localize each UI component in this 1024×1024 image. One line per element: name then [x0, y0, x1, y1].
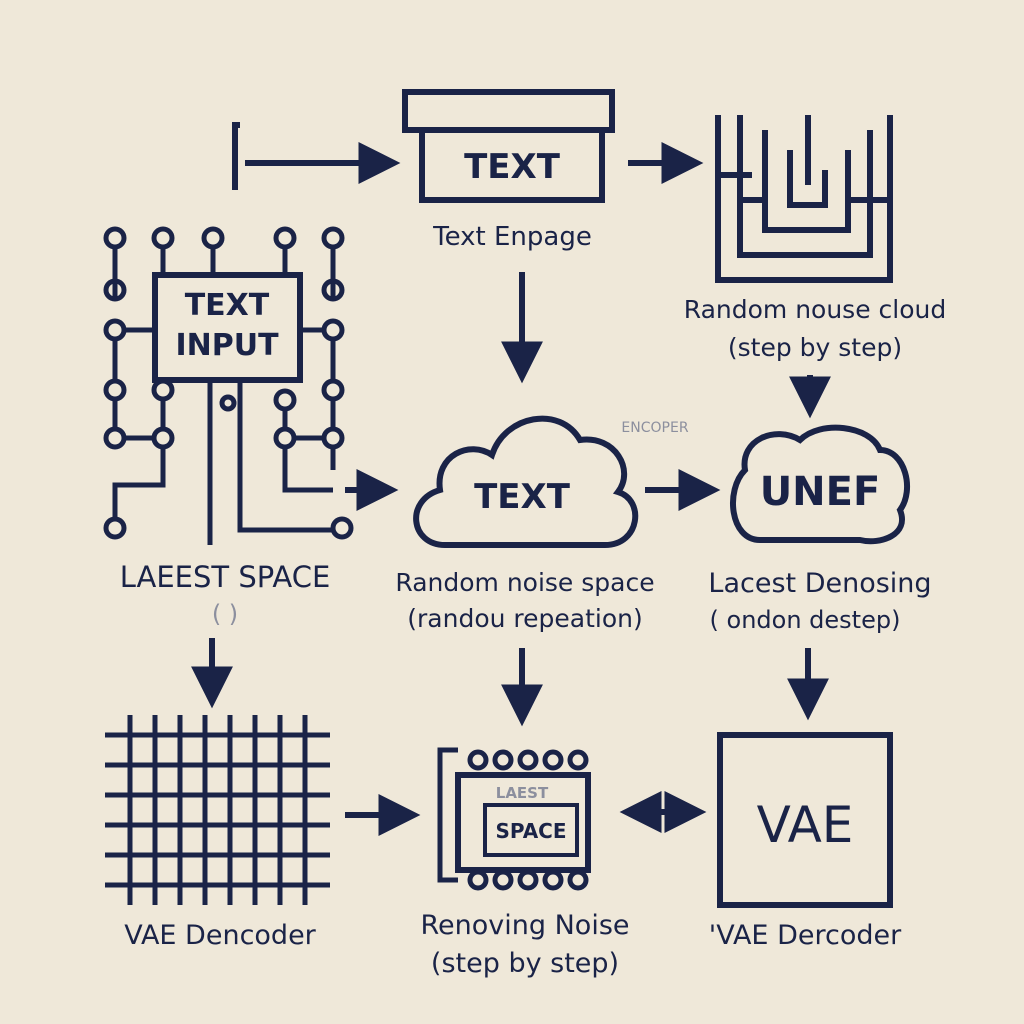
chip-label-line2: (step by step): [430, 948, 620, 979]
grid-icon: [105, 715, 330, 905]
chip-icon: [437, 747, 591, 891]
text-input-label: LAEEST SPACE: [119, 560, 331, 594]
maze-label-line2: (step by step): [727, 333, 903, 362]
unet-text: UNEF: [760, 469, 881, 515]
bracket-line: [232, 122, 240, 190]
maze-label-line1: Random nouse cloud: [683, 295, 947, 324]
grid-label: VAE Dencoder: [124, 920, 316, 951]
text-box-icon: [402, 89, 615, 203]
cloud-label-line2: (randou repeation): [407, 604, 643, 633]
chip-label-line1: Renoving Noise: [420, 910, 630, 941]
encoder-faint-label: ENCOPER: [621, 420, 689, 436]
chip-faint-text: LAEST: [496, 784, 549, 802]
unet-icon: [730, 424, 911, 545]
text-input-line1: TEXT: [185, 288, 270, 323]
vae-label: 'VAE Dercoder: [708, 920, 902, 951]
text-box-label: Text Enpage: [433, 222, 592, 252]
unet-label-line1: Lacest Denosing: [708, 568, 932, 599]
vae-text: VAE: [757, 796, 854, 854]
vae-box: [717, 732, 893, 908]
cloud-label-line1: Random noise space: [395, 568, 655, 597]
cloud-icon: [413, 415, 639, 548]
text-box-title: TEXT: [464, 147, 561, 187]
chip-text: SPACE: [495, 819, 566, 843]
cloud-text: TEXT: [474, 477, 571, 517]
maze-icon: [715, 115, 893, 283]
text-input-sublabel: ( ): [211, 600, 239, 628]
unet-label-line2: ( ondon destep): [709, 606, 901, 634]
circuit-board-icon: [103, 226, 354, 545]
text-input-line2: INPUT: [175, 328, 279, 363]
